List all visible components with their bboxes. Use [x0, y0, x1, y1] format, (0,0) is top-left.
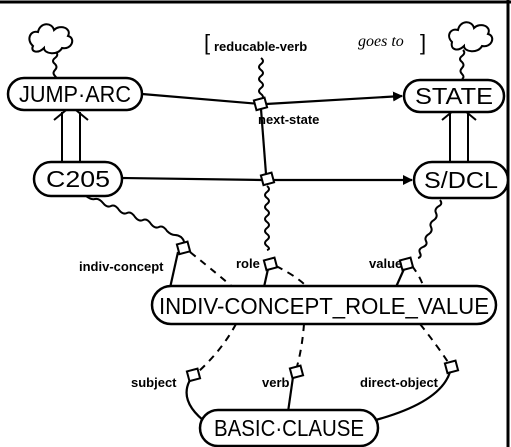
label-indiv-concept: indiv-concept [79, 259, 164, 274]
node-s-dcl-label: S/DCL [424, 167, 498, 193]
wavy-sdcl-to-value [417, 199, 443, 259]
cloud-icon-right [448, 21, 494, 80]
node-state[interactable] [402, 78, 506, 114]
edge-verb-to-clause [286, 376, 295, 413]
node-state-label: STATE [415, 83, 493, 109]
annotation-main-text: reducable-verb [214, 39, 307, 54]
annotation-italic-text: goes to [358, 33, 404, 50]
node-s-dcl[interactable] [412, 160, 510, 200]
link-box-indiv-concept [175, 240, 192, 256]
link-box-verb [288, 364, 305, 380]
edge-role-box-to-node [262, 268, 270, 288]
wavy-c205-to-indiv [85, 195, 185, 243]
node-basic-clause[interactable] [198, 408, 380, 447]
edge-c205-to-box [121, 176, 263, 182]
node-c205[interactable] [32, 160, 124, 198]
annotation-reducable-verb: [ reducable-verb goes to ] [204, 30, 426, 105]
dashed-value [411, 265, 425, 289]
wavy-middle-to-role [264, 185, 270, 251]
edge-value-box-to-node [394, 268, 406, 288]
edge-indiv-box-to-node [168, 251, 180, 289]
label-role: role [236, 256, 260, 271]
annotation-open-bracket: [ [204, 30, 210, 55]
annotation-close-bracket: ] [420, 30, 426, 55]
link-box-next-state [252, 96, 269, 112]
node-indiv-concept-role-value-label: INDIV-CONCEPT_ROLE_VALUE [159, 293, 489, 319]
node-jump-arc[interactable] [6, 76, 144, 112]
dashed-indiv-to-subject [197, 323, 237, 373]
link-box-direct-object [443, 359, 460, 375]
label-value: value [369, 256, 402, 271]
node-basic-clause-label: BASIC·CLAUSE [214, 415, 364, 441]
edge-jumparc-to-box [141, 92, 261, 106]
link-box-subject [185, 367, 202, 383]
link-box-middle [259, 171, 276, 187]
label-verb: verb [262, 375, 290, 390]
dashed-indiv [189, 251, 237, 291]
cloud-icon-left [28, 23, 74, 81]
node-c205-label: C205 [46, 166, 110, 192]
node-indiv-concept-role-value[interactable] [150, 284, 498, 326]
dashed-indiv-to-directobject [419, 323, 449, 363]
edge-box-to-state [265, 91, 403, 106]
inheritance-sdcl-state [441, 104, 477, 162]
label-next-state: next-state [258, 112, 319, 127]
node-jump-arc-label: JUMP·ARC [19, 81, 131, 107]
link-box-value [398, 256, 415, 272]
link-box-role [262, 256, 279, 272]
label-subject: subject [131, 375, 177, 390]
edge-nextstate-to-middle [259, 108, 268, 175]
dashed-indiv-to-verb [295, 323, 305, 371]
edge-directobject-to-clause [367, 371, 452, 424]
label-direct-object: direct-object [360, 375, 439, 390]
inheritance-c205-jumparc [53, 104, 89, 162]
